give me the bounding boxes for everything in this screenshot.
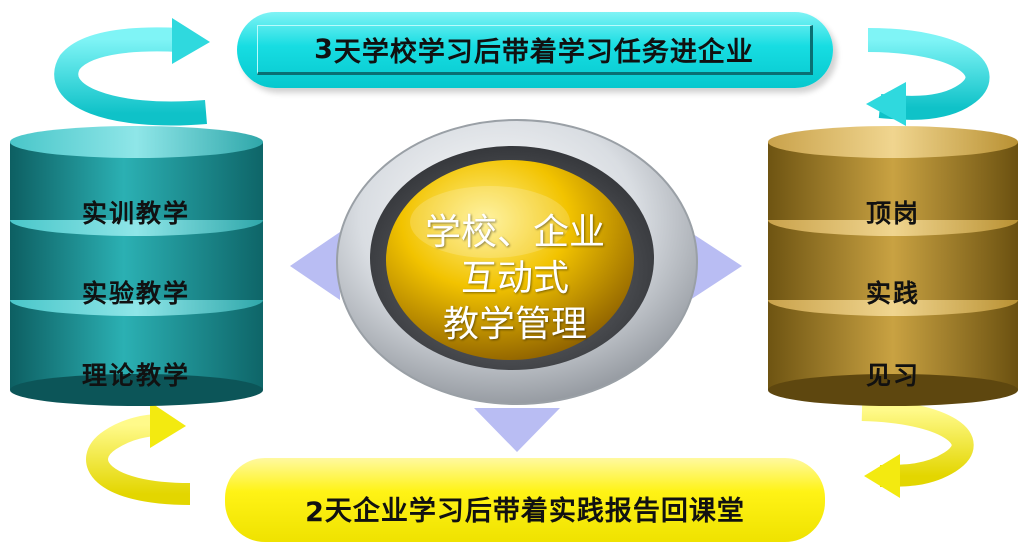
triangle-left xyxy=(290,232,340,300)
cyan-curved-arrow-top-left xyxy=(54,18,210,126)
center-line-3: 教学管理 xyxy=(442,304,587,345)
center-line-2: 互动式 xyxy=(460,258,569,299)
right-stack-label-1: 顶岗 xyxy=(865,199,920,228)
center-medallion xyxy=(336,119,698,405)
yellow-curved-arrow-bottom-right xyxy=(861,399,974,498)
top-banner-number: 3 xyxy=(314,33,334,65)
center-line-1: 学校、企业 xyxy=(424,212,605,253)
right-stack-label-2: 实践 xyxy=(865,279,920,308)
triangle-bottom xyxy=(474,408,560,452)
top-banner-text: 天学校学习后带着学习任务进企业 xyxy=(333,36,754,68)
bottom-banner-text: 天企业学习后带着实践报告回课堂 xyxy=(324,496,745,527)
triangle-right xyxy=(690,232,742,300)
left-stack-label-2: 实验教学 xyxy=(81,279,190,308)
left-cylinder-stack xyxy=(10,126,263,406)
center-title: 学校、企业 互动式 教学管理 xyxy=(395,210,635,348)
left-stack-label-1: 实训教学 xyxy=(81,199,190,228)
yellow-curved-arrow-bottom-left xyxy=(86,402,191,505)
cyan-curved-arrow-top-right xyxy=(866,28,990,126)
left-stack-label-3: 理论教学 xyxy=(81,361,190,390)
right-cylinder-stack xyxy=(768,126,1018,406)
right-stack-label-3: 见习 xyxy=(865,361,920,390)
bottom-banner-number: 2 xyxy=(305,497,325,528)
